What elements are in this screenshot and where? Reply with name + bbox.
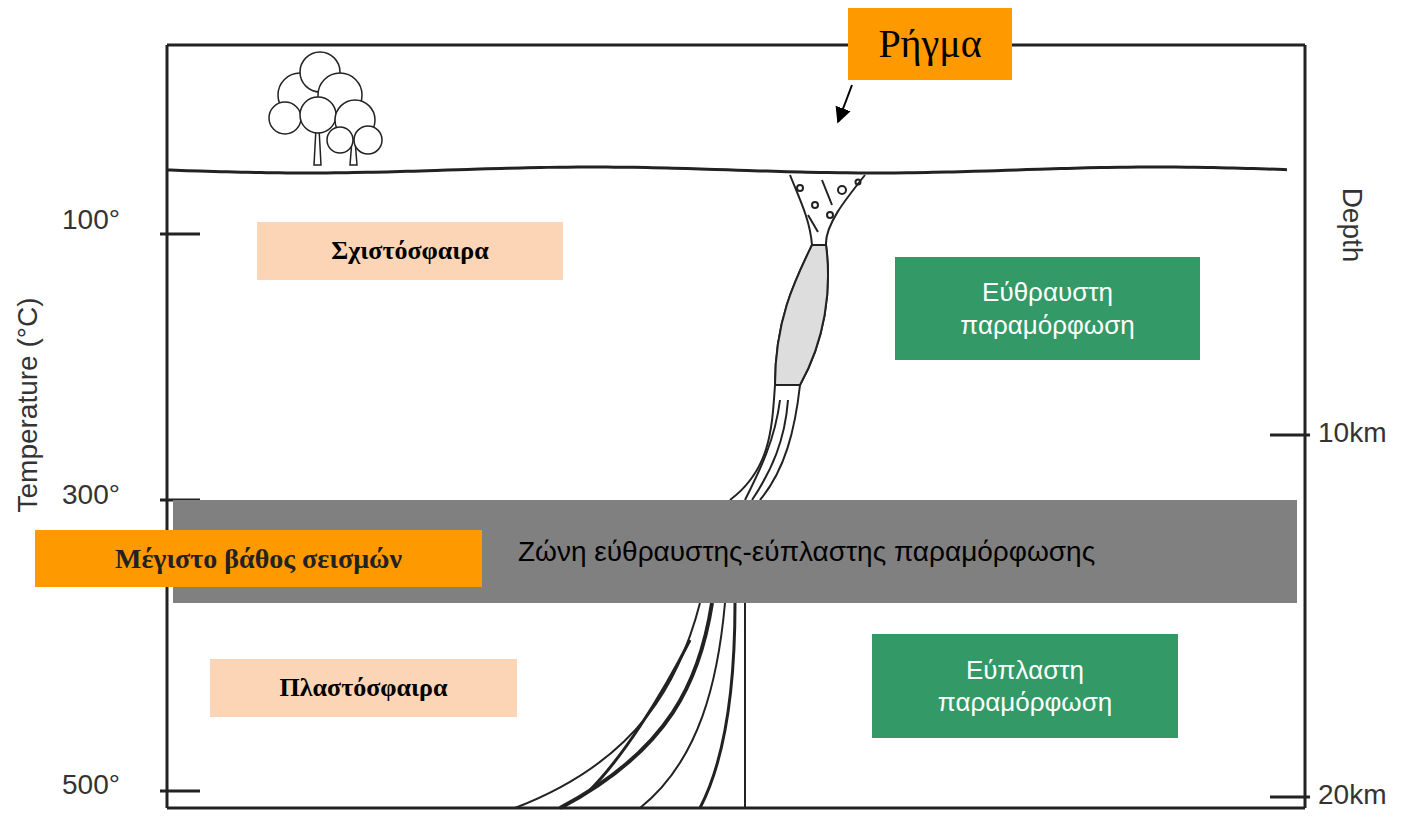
callout-box: Ρήγμα <box>848 8 1012 80</box>
callout-box: Μέγιστο βάθος σεισμών <box>35 530 482 587</box>
leader-arrow <box>838 85 852 122</box>
fault-zone <box>515 175 865 808</box>
frame <box>167 45 1305 808</box>
node-text: Ζώνη εύθραυστης-εύπλαστης παραμόρφωσης <box>518 534 1095 569</box>
axis-title: Depth <box>1337 188 1368 263</box>
node-text: Σχιστόσφαιρα <box>331 235 489 268</box>
axis-title: Temperature (°C) <box>13 297 44 512</box>
node-text: Ρήγμα <box>878 19 981 69</box>
node-text: Εύπλαστη παραμόρφωση <box>900 654 1150 719</box>
tree <box>269 52 382 165</box>
layer-label: Σχιστόσφαιρα <box>257 222 563 280</box>
axis-tick-label: 20km <box>1318 780 1386 811</box>
axis-tick-label: 100° <box>62 205 120 236</box>
node-text: Μέγιστο βάθος σεισμών <box>115 541 402 576</box>
node-text: Πλαστόσφαιρα <box>280 672 448 705</box>
layer-label: Πλαστόσφαιρα <box>210 659 517 717</box>
deformation-box: Εύπλαστη παραμόρφωση <box>872 634 1178 738</box>
axis-tick-label: 500° <box>62 770 120 801</box>
axis-tick-label: 10km <box>1318 418 1386 449</box>
node-text: Εύθραυστη παραμόρφωση <box>923 276 1173 341</box>
axis-tick-label: 300° <box>62 480 120 511</box>
axis-ticks <box>160 234 1310 797</box>
deformation-box: Εύθραυστη παραμόρφωση <box>895 257 1200 360</box>
ground-surface <box>167 167 1287 173</box>
